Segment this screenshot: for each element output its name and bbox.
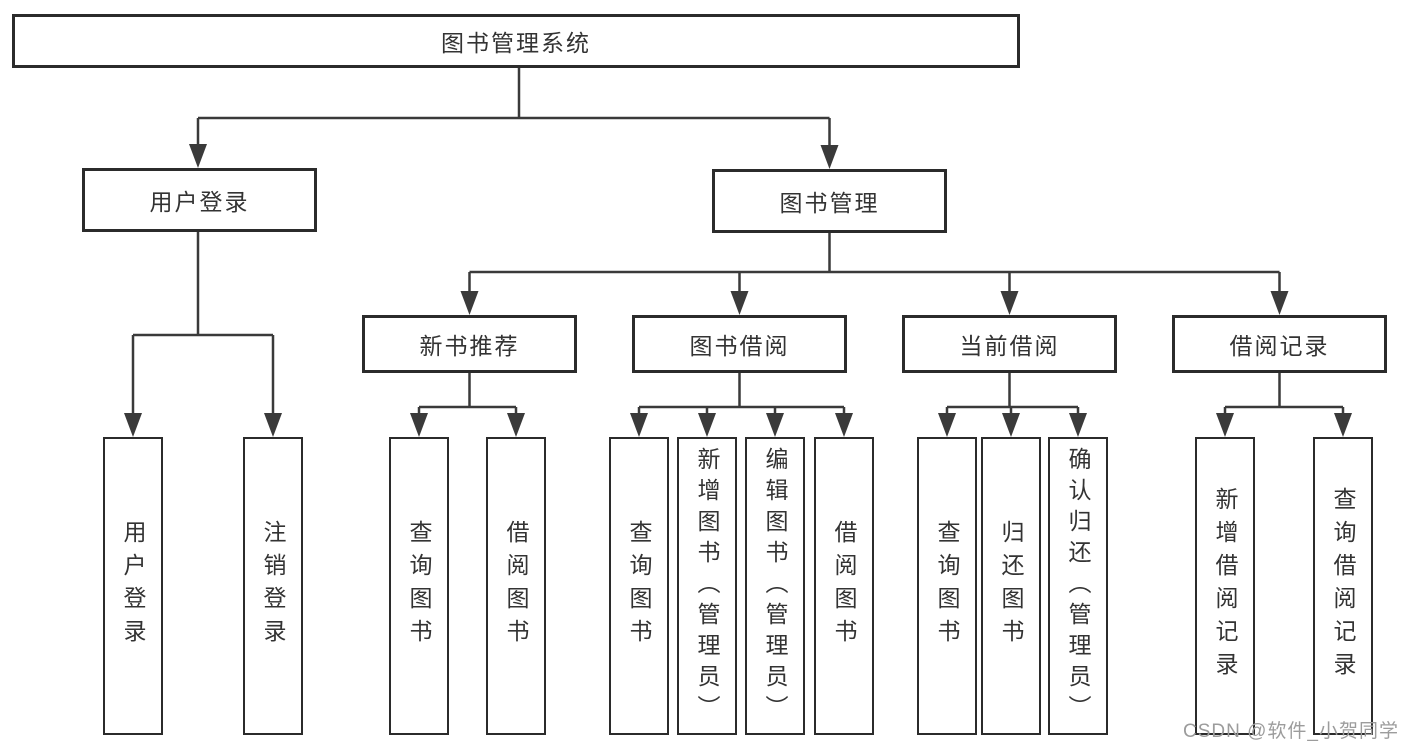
- leaf-user-login: 用户登录: [103, 437, 163, 735]
- node-book-management-system: 图书管理系统: [12, 14, 1020, 68]
- node-user-login: 用户登录: [82, 168, 317, 232]
- leaf-query-books-recommend-label: 查询图书: [406, 520, 432, 652]
- node-new-book-recommend-label: 新书推荐: [419, 333, 520, 359]
- leaf-borrow-books-recommend-label: 借阅图书: [503, 520, 529, 652]
- leaf-add-books-admin-label: 新增图书（管理员）: [694, 446, 720, 726]
- node-current-borrowing: 当前借阅: [902, 315, 1117, 373]
- leaf-query-books-recommend: 查询图书: [389, 437, 449, 735]
- leaf-query-borrow-record: 查询借阅记录: [1313, 437, 1373, 735]
- leaf-add-borrow-record: 新增借阅记录: [1195, 437, 1255, 735]
- leaf-return-books-label: 归还图书: [998, 520, 1024, 652]
- leaf-edit-books-admin-label: 编辑图书（管理员）: [762, 446, 788, 726]
- node-book-management: 图书管理: [712, 169, 947, 233]
- node-borrowing-records: 借阅记录: [1172, 315, 1387, 373]
- leaf-query-borrow-record-label: 查询借阅记录: [1330, 487, 1356, 685]
- leaf-return-books: 归还图书: [981, 437, 1041, 735]
- leaf-confirm-return-admin-label: 确认归还（管理员）: [1065, 446, 1091, 726]
- leaf-borrow-books-borrowing-label: 借阅图书: [831, 520, 857, 652]
- node-new-book-recommend: 新书推荐: [362, 315, 577, 373]
- node-book-management-system-label: 图书管理系统: [441, 30, 591, 56]
- leaf-query-books-current-label: 查询图书: [934, 520, 960, 652]
- node-book-management-label: 图书管理: [779, 190, 880, 216]
- leaf-logout-login: 注销登录: [243, 437, 303, 735]
- node-user-login-label: 用户登录: [149, 189, 250, 215]
- leaf-borrow-books-borrowing: 借阅图书: [814, 437, 874, 735]
- node-book-borrowing-label: 图书借阅: [689, 333, 790, 359]
- node-borrowing-records-label: 借阅记录: [1229, 333, 1330, 359]
- leaf-query-books-borrowing: 查询图书: [609, 437, 669, 735]
- leaf-query-books-current: 查询图书: [917, 437, 977, 735]
- csdn-watermark: CSDN @软件_小贺同学: [1183, 721, 1399, 742]
- leaf-logout-login-label: 注销登录: [260, 520, 286, 652]
- leaf-borrow-books-recommend: 借阅图书: [486, 437, 546, 735]
- leaf-edit-books-admin: 编辑图书（管理员）: [745, 437, 805, 735]
- leaf-query-books-borrowing-label: 查询图书: [626, 520, 652, 652]
- leaf-add-borrow-record-label: 新增借阅记录: [1212, 487, 1238, 685]
- leaf-add-books-admin: 新增图书（管理员）: [677, 437, 737, 735]
- node-book-borrowing: 图书借阅: [632, 315, 847, 373]
- node-current-borrowing-label: 当前借阅: [959, 333, 1060, 359]
- leaf-user-login-label: 用户登录: [120, 520, 146, 652]
- leaf-confirm-return-admin: 确认归还（管理员）: [1048, 437, 1108, 735]
